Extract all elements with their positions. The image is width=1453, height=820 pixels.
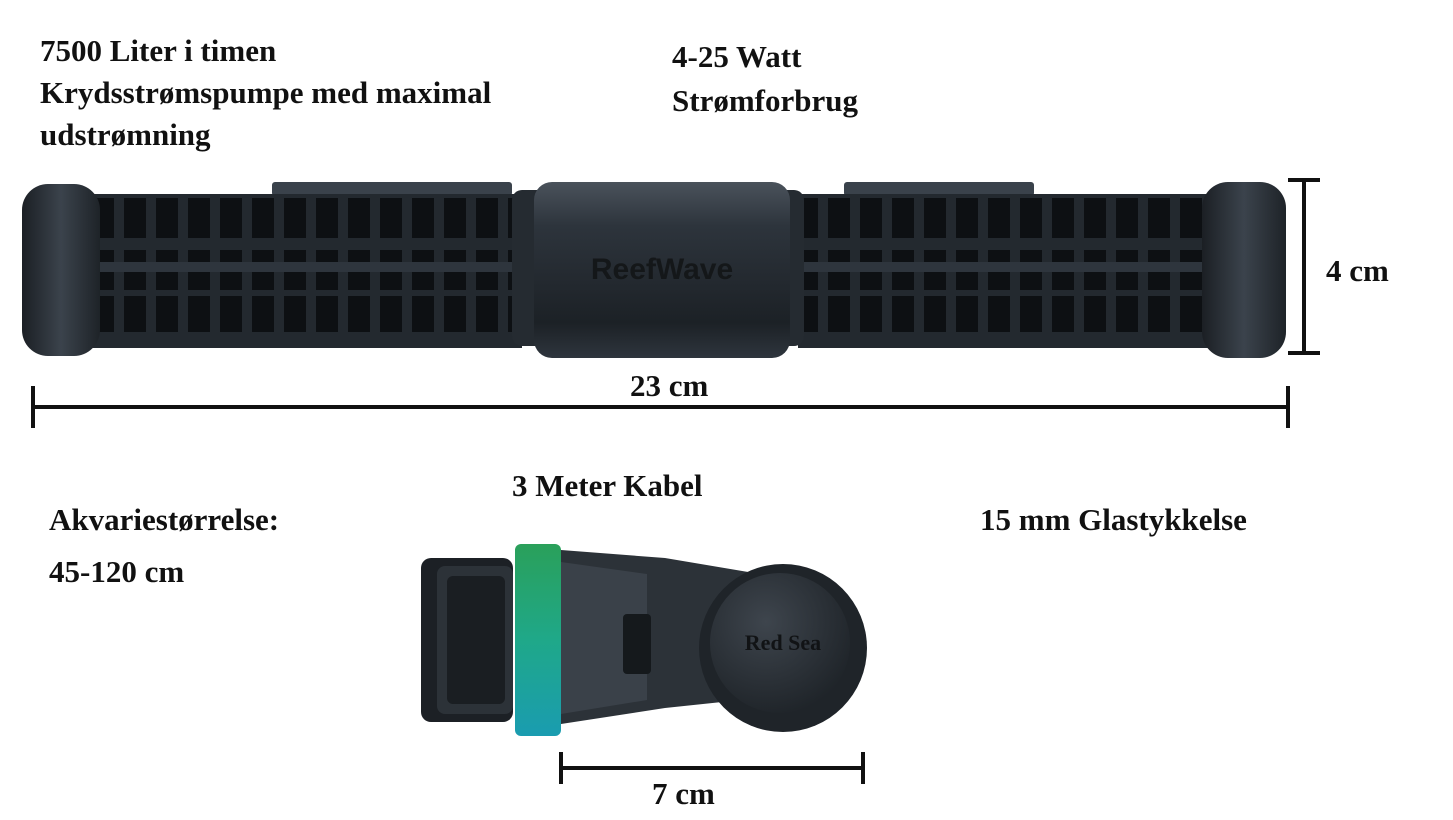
- height-label: 4 cm: [1326, 253, 1389, 288]
- flow-line-1: 7500 Liter i timen: [40, 33, 277, 68]
- tank-size-spec: Akvariestørrelse: 45-120 cm: [49, 494, 279, 598]
- flow-line-2: Krydsstrømspumpe med maximal: [40, 75, 492, 110]
- reefwave-pump-image: ReefWave: [22, 182, 1286, 358]
- power-line-2: Strømforbrug: [672, 83, 858, 118]
- power-line-1: 4-25 Watt: [672, 39, 802, 74]
- tank-line-1: Akvariestørrelse:: [49, 502, 280, 537]
- glass-thickness-label: 15 mm Glastykkelse: [980, 502, 1247, 537]
- tank-line-2: 45-120 cm: [49, 554, 185, 589]
- magnet-holder-image: Red Sea: [421, 544, 867, 736]
- magnet-logo: Red Sea: [745, 630, 821, 655]
- magnet-width-label: 7 cm: [652, 776, 715, 811]
- flow-line-3: udstrømning: [40, 117, 211, 152]
- power-spec: 4-25 Watt Strømforbrug: [672, 35, 858, 123]
- cable-label: 3 Meter Kabel: [512, 468, 703, 503]
- flow-spec: 7500 Liter i timen Krydsstrømspumpe med …: [40, 30, 491, 156]
- pump-logo: ReefWave: [591, 253, 733, 286]
- length-label: 23 cm: [630, 368, 709, 403]
